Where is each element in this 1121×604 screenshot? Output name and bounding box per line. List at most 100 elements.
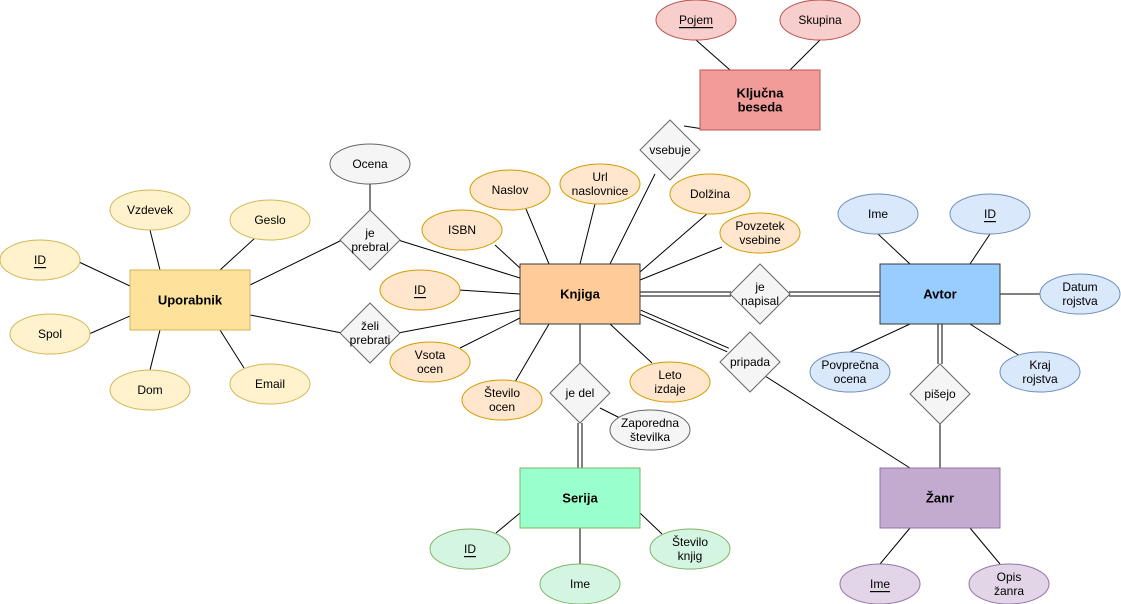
entity-serija[interactable]: Serija xyxy=(519,467,641,529)
attribute-naslov[interactable]: Naslov xyxy=(469,169,551,211)
edge-uporabnik-vzdevek xyxy=(149,229,161,271)
relationship-diamond xyxy=(339,209,401,271)
attribute-ellipse xyxy=(229,199,311,241)
edge-zanr-opis xyxy=(969,527,1001,565)
label-text: Opis xyxy=(997,570,1022,584)
label-text: Geslo xyxy=(254,213,286,227)
attribute-ellipse xyxy=(609,409,691,451)
entity-box xyxy=(879,467,1001,529)
label-text: Število xyxy=(484,385,520,400)
label-text: ocena xyxy=(834,372,867,386)
label-text: Email xyxy=(255,377,285,391)
attribute-av-ime[interactable]: Ime xyxy=(837,193,919,235)
entity-zanr[interactable]: Žanr xyxy=(879,467,1001,529)
edge-knjiga-pripada xyxy=(639,313,728,353)
label-text: želi xyxy=(361,319,379,333)
attribute-se-id[interactable]: ID xyxy=(429,528,511,570)
relationship-pripada[interactable]: pripada xyxy=(719,331,781,393)
label-text: Skupina xyxy=(798,13,842,27)
entity-knjiga[interactable]: Knjiga xyxy=(519,263,641,325)
label-text: Leto xyxy=(658,368,682,382)
attribute-ellipse xyxy=(629,361,711,403)
label-text: Uporabnik xyxy=(158,293,223,308)
attribute-geslo[interactable]: Geslo xyxy=(229,199,311,241)
relationship-diamond xyxy=(719,331,781,393)
entity-uporabnik[interactable]: Uporabnik xyxy=(129,269,251,331)
attribute-ocena[interactable]: Ocena xyxy=(329,143,411,185)
attribute-ellipse xyxy=(379,269,461,311)
edge-avtor-povprecna xyxy=(849,323,911,353)
edge-uporabnik-geslo xyxy=(219,237,256,271)
attribute-up-id[interactable]: ID xyxy=(0,239,81,281)
label-text: rojstva xyxy=(1022,372,1058,386)
edge-knjiga-isbn xyxy=(494,244,521,269)
label-text: pišejo xyxy=(924,387,956,401)
attribute-vzdevek[interactable]: Vzdevek xyxy=(109,189,191,231)
relationship-vsebuje[interactable]: vsebuje xyxy=(639,119,701,181)
label-text: Dom xyxy=(137,383,162,397)
edge-uporabnik-dom xyxy=(149,329,161,371)
label-text: Ocena xyxy=(352,157,388,171)
attribute-dom[interactable]: Dom xyxy=(109,369,191,411)
edge-knjiga-dolzina xyxy=(639,212,709,273)
edge-kljucna-skupina xyxy=(789,39,821,71)
label-text: žanra xyxy=(994,584,1024,598)
attribute-ellipse xyxy=(655,0,737,41)
attribute-se-ime[interactable]: Ime xyxy=(539,563,621,604)
attribute-ellipse xyxy=(839,563,921,604)
label-text: Avtor xyxy=(923,287,956,302)
attribute-dolzina[interactable]: Dolžina xyxy=(669,173,751,215)
attribute-isbn[interactable]: ISBN xyxy=(421,209,503,251)
label-text: vsebine xyxy=(739,233,781,247)
label-text: Povprečna xyxy=(821,358,879,372)
attribute-av-id[interactable]: ID xyxy=(949,193,1031,235)
label-text: knjig xyxy=(678,549,703,563)
attribute-za-ime[interactable]: Ime xyxy=(839,563,921,604)
edge-knjiga-url xyxy=(579,203,596,265)
attribute-ellipse xyxy=(329,143,411,185)
relationship-pisejo[interactable]: pišejo xyxy=(909,363,971,425)
entity-avtor[interactable]: Avtor xyxy=(879,263,1001,325)
label-text: prebral xyxy=(351,240,388,254)
attribute-ellipse xyxy=(461,379,543,421)
relationship-diamond xyxy=(909,363,971,425)
edge-knjiga-kn-id xyxy=(458,289,521,295)
entity-box xyxy=(879,263,1001,325)
entity-box xyxy=(519,263,641,325)
attribute-skupina[interactable]: Skupina xyxy=(779,0,861,41)
edge-kljucna-pojem xyxy=(695,39,731,71)
label-text: Zaporedna xyxy=(621,416,679,430)
edge-uporabnik-je-prebral xyxy=(249,239,343,286)
label-text: Žanr xyxy=(926,491,954,506)
relationship-je-del[interactable]: je del xyxy=(549,362,611,424)
attribute-spol[interactable]: Spol xyxy=(9,313,91,355)
label-text: ocen xyxy=(489,400,515,414)
edge-avtor-kraj xyxy=(969,323,1021,357)
attribute-email[interactable]: Email xyxy=(229,363,311,405)
edge-uporabnik-up-id xyxy=(78,261,131,287)
edge-serija-se-id xyxy=(495,512,521,534)
relationship-diamond xyxy=(339,302,401,364)
edge-uporabnik-email xyxy=(219,329,245,369)
attribute-ellipse xyxy=(229,363,311,405)
attribute-kn-id[interactable]: ID xyxy=(379,269,461,311)
attribute-ellipse xyxy=(429,528,511,570)
attribute-pojem[interactable]: Pojem xyxy=(655,0,737,41)
edge-avtor-av-id xyxy=(969,233,991,265)
